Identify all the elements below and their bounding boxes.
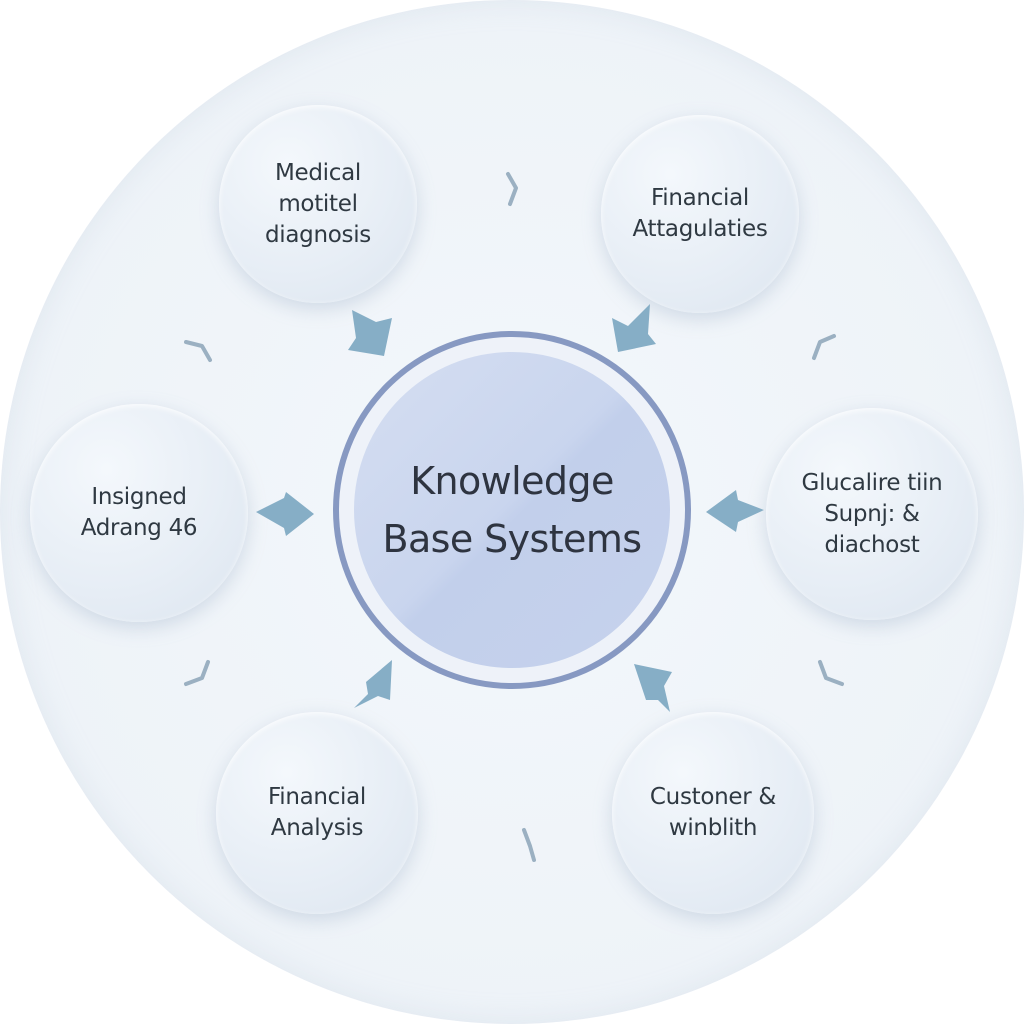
node-financial-analysis[interactable]: Financial Analysis bbox=[216, 712, 418, 914]
node-label: Custoner & winblith bbox=[649, 784, 777, 841]
node-glucalire-support[interactable]: Glucalire tiin Supnj: & diachost bbox=[766, 408, 978, 620]
node-label: Insigned Adrang 46 bbox=[80, 484, 198, 541]
node-label: Financial Analysis bbox=[267, 784, 366, 841]
node-insigned-adrang[interactable]: Insigned Adrang 46 bbox=[30, 404, 248, 622]
center-title: Knowledge Base Systems bbox=[382, 459, 643, 561]
node-label: Glucalire tiin Supnj: & diachost bbox=[801, 469, 943, 558]
node-label: Financial Attagulaties bbox=[632, 185, 768, 242]
node-customer-winblith[interactable]: Custoner & winblith bbox=[612, 712, 814, 914]
center-hub[interactable]: Knowledge Base Systems bbox=[354, 352, 670, 668]
node-label: Medical motitel diagnosis bbox=[265, 159, 371, 248]
node-medical-diagnosis[interactable]: Medical motitel diagnosis bbox=[219, 105, 417, 303]
node-financial-attagulaties[interactable]: Financial Attagulaties bbox=[601, 115, 799, 313]
